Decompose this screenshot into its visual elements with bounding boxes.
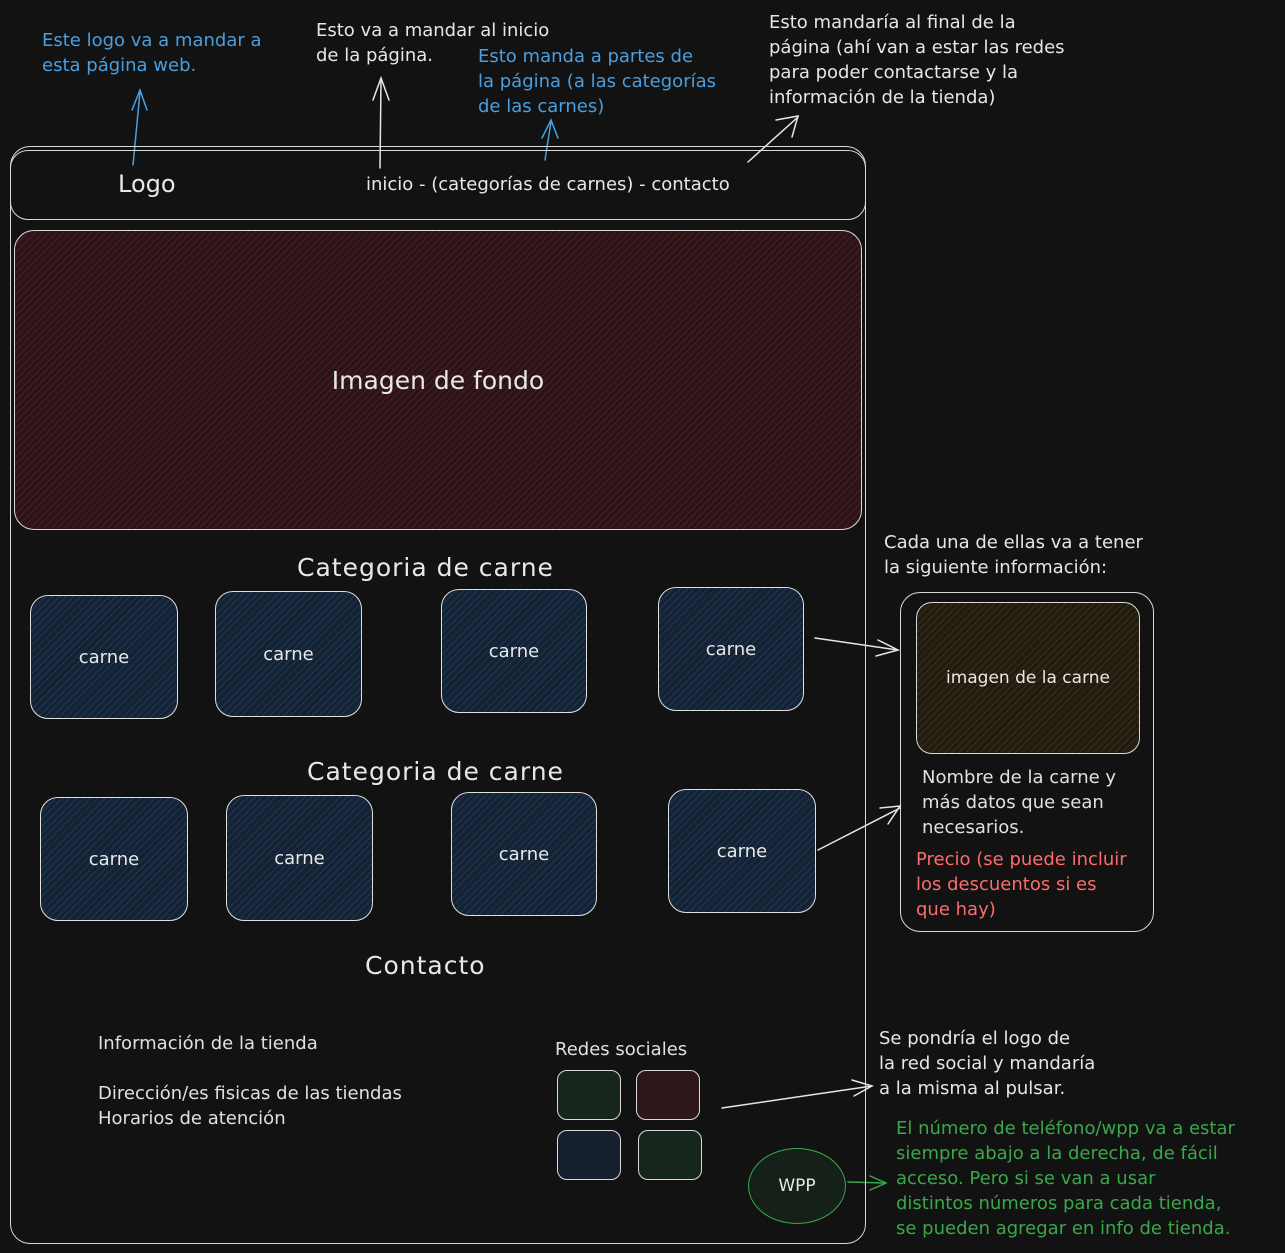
meat-card[interactable]: carne	[215, 591, 362, 717]
detail-image: imagen de la carne	[916, 602, 1140, 754]
category-title-1: Categoria de carne	[297, 553, 554, 582]
social-icon-1[interactable]	[557, 1070, 621, 1120]
meat-card[interactable]: carne	[658, 587, 804, 711]
hero-label: Imagen de fondo	[331, 365, 545, 395]
wpp-label: WPP	[778, 1176, 816, 1196]
detail-description: Nombre de la carne y más datos que sean …	[922, 767, 1117, 838]
page-frame	[10, 146, 866, 1244]
meat-card[interactable]: carne	[40, 797, 188, 921]
detail-image-label: imagen de la carne	[945, 668, 1110, 688]
detail-price: Precio (se puede incluir los descuentos …	[916, 849, 1127, 920]
logo[interactable]: Logo	[118, 170, 176, 198]
header-bar	[10, 150, 866, 220]
note-contacto: Esto mandaría al final de la página (ahí…	[769, 12, 1065, 108]
meat-card[interactable]: carne	[441, 589, 587, 713]
store-addresses: Dirección/es fisicas de las tiendas	[98, 1083, 402, 1104]
meat-card[interactable]: carne	[226, 795, 373, 921]
meat-card[interactable]: carne	[451, 792, 597, 916]
store-hours: Horarios de atención	[98, 1108, 286, 1129]
hero-image: Imagen de fondo	[14, 230, 862, 530]
meat-card[interactable]: carne	[30, 595, 178, 719]
detail-card	[900, 592, 1154, 932]
note-social: Se pondría el logo de la red social y ma…	[879, 1028, 1096, 1099]
social-icon-2[interactable]	[636, 1070, 700, 1120]
social-title: Redes sociales	[555, 1039, 688, 1060]
note-wpp: El número de teléfono/wpp va a estar sie…	[896, 1118, 1235, 1239]
note-categorias: Esto manda a partes de la página (a las …	[478, 46, 717, 117]
category-title-2: Categoria de carne	[307, 757, 564, 786]
social-icon-3[interactable]	[557, 1130, 621, 1180]
note-inicio: Esto va a mandar al inicio de la página.	[316, 20, 550, 66]
nav-links[interactable]: inicio - (categorías de carnes) - contac…	[366, 174, 730, 195]
social-icon-4[interactable]	[638, 1130, 702, 1180]
meat-card[interactable]: carne	[668, 789, 816, 913]
note-logo: Este logo va a mandar a esta página web.	[42, 30, 262, 76]
store-info: Información de la tienda	[98, 1033, 318, 1054]
contact-title: Contacto	[365, 951, 486, 980]
note-card-info: Cada una de ellas va a tener la siguient…	[884, 532, 1143, 578]
wpp-button[interactable]: WPP	[748, 1148, 846, 1224]
